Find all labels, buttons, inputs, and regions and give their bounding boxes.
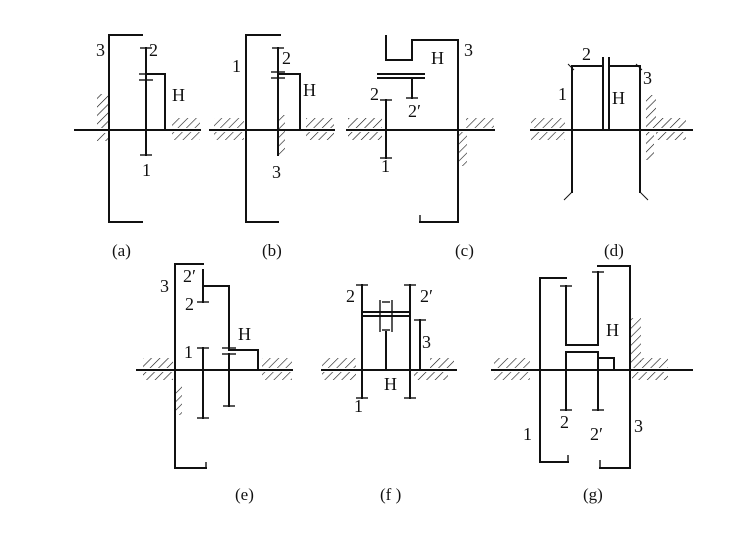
label-c-H: H [431, 48, 444, 68]
label-b-3: 3 [272, 162, 281, 182]
label-c-2: 2 [370, 84, 379, 104]
label-b-H: H [303, 80, 316, 100]
caption-f: (f ) [380, 485, 401, 504]
label-f-3: 3 [422, 332, 431, 352]
label-d-H: H [612, 88, 625, 108]
caption-g: (g) [583, 485, 603, 504]
diagram-d: 2 1 H 3 (d) [530, 44, 693, 260]
diagram-a: 3 2 H 1 (a) [74, 34, 201, 260]
label-e-2prime: 2′ [183, 266, 196, 286]
caption-c: (c) [455, 241, 474, 260]
diagram-e: 2′ 3 2 1 H (e) [136, 263, 293, 504]
label-g-2: 2 [560, 412, 569, 432]
caption-e: (e) [235, 485, 254, 504]
label-e-1: 1 [184, 342, 193, 362]
caption-a: (a) [112, 241, 131, 260]
diagram-f: 2 2′ 3 H 1 (f ) [321, 284, 457, 504]
caption-d: (d) [604, 241, 624, 260]
label-e-H: H [238, 324, 251, 344]
label-d-1: 1 [558, 84, 567, 104]
label-g-2prime: 2′ [590, 424, 603, 444]
label-a-2: 2 [149, 40, 158, 60]
diagram-b: 1 2 H 3 (b) [209, 34, 335, 260]
label-a-3: 3 [96, 40, 105, 60]
label-c-2prime: 2′ [408, 101, 421, 121]
label-d-3: 3 [643, 68, 652, 88]
label-a-1: 1 [142, 160, 151, 180]
label-d-2: 2 [582, 44, 591, 64]
label-g-H: H [606, 320, 619, 340]
label-b-2: 2 [282, 48, 291, 68]
label-c-3: 3 [464, 40, 473, 60]
label-g-1: 1 [523, 424, 532, 444]
label-a-H: H [172, 85, 185, 105]
label-f-1: 1 [354, 396, 363, 416]
label-f-2: 2 [346, 286, 355, 306]
label-g-3: 3 [634, 416, 643, 436]
caption-b: (b) [262, 241, 282, 260]
label-e-2: 2 [185, 294, 194, 314]
label-f-H: H [384, 374, 397, 394]
label-e-3: 3 [160, 276, 169, 296]
diagram-g: H 2 2′ 1 3 (g) [491, 265, 693, 504]
label-b-1: 1 [232, 56, 241, 76]
diagram-c: 3 H 2 2′ 1 (c) [346, 35, 495, 260]
label-c-1: 1 [381, 156, 390, 176]
label-f-2prime: 2′ [420, 286, 433, 306]
